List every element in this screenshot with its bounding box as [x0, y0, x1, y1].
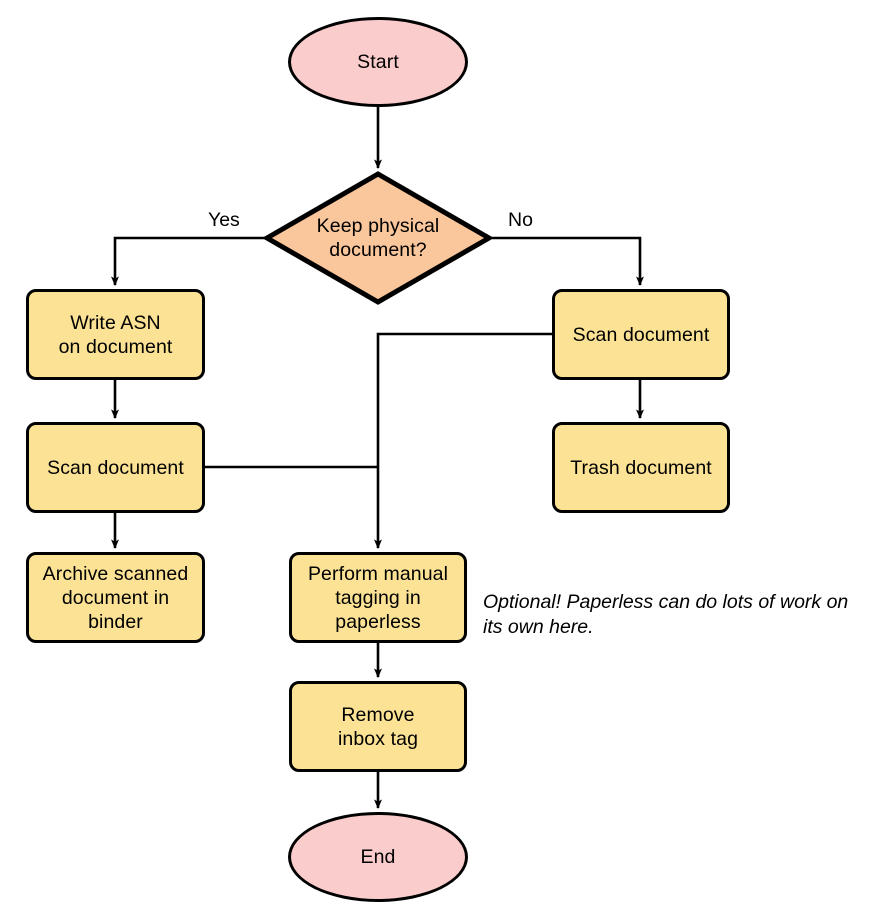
diamond-shape [264, 171, 492, 305]
node-decision-label: Keep physical document? [316, 215, 440, 261]
node-start[interactable]: Start [288, 17, 468, 107]
edge-label-no: No [508, 209, 533, 231]
node-remove-inbox-tag[interactable]: Remove inbox tag [289, 681, 467, 772]
node-remove-inbox-label: Remove inbox tag [337, 703, 419, 750]
node-scan-document-left[interactable]: Scan document [26, 422, 205, 513]
node-scan-document-right-label: Scan document [572, 323, 710, 346]
node-perform-manual-tagging[interactable]: Perform manual tagging in paperless [289, 552, 467, 643]
edge-decision-yes-to-write-asn [111, 236, 265, 286]
node-scan-document-right[interactable]: Scan document [552, 289, 730, 380]
node-end-label: End [360, 846, 396, 868]
node-tagging-label: Perform manual tagging in paperless [307, 562, 449, 633]
annotation-optional-note: Optional! Paperless can do lots of work … [483, 591, 849, 638]
edge-scan-right-to-tagging [374, 332, 552, 549]
node-archive-scanned-document[interactable]: Archive scanned document in binder [26, 552, 205, 643]
node-trash-document[interactable]: Trash document [552, 422, 730, 513]
node-scan-document-left-label: Scan document [47, 456, 184, 479]
node-start-label: Start [357, 51, 399, 73]
node-write-asn-on-document[interactable]: Write ASN on document [26, 289, 205, 380]
node-trash-document-label: Trash document [570, 456, 712, 479]
edge-label-yes: Yes [208, 209, 240, 231]
edge-decision-no-to-scan-right [492, 236, 644, 286]
node-write-asn-label: Write ASN on document [58, 311, 173, 358]
node-decision-keep-physical-document[interactable]: Keep physical document? [264, 171, 492, 305]
node-archive-label: Archive scanned document in binder [42, 562, 189, 633]
node-end[interactable]: End [288, 812, 468, 902]
